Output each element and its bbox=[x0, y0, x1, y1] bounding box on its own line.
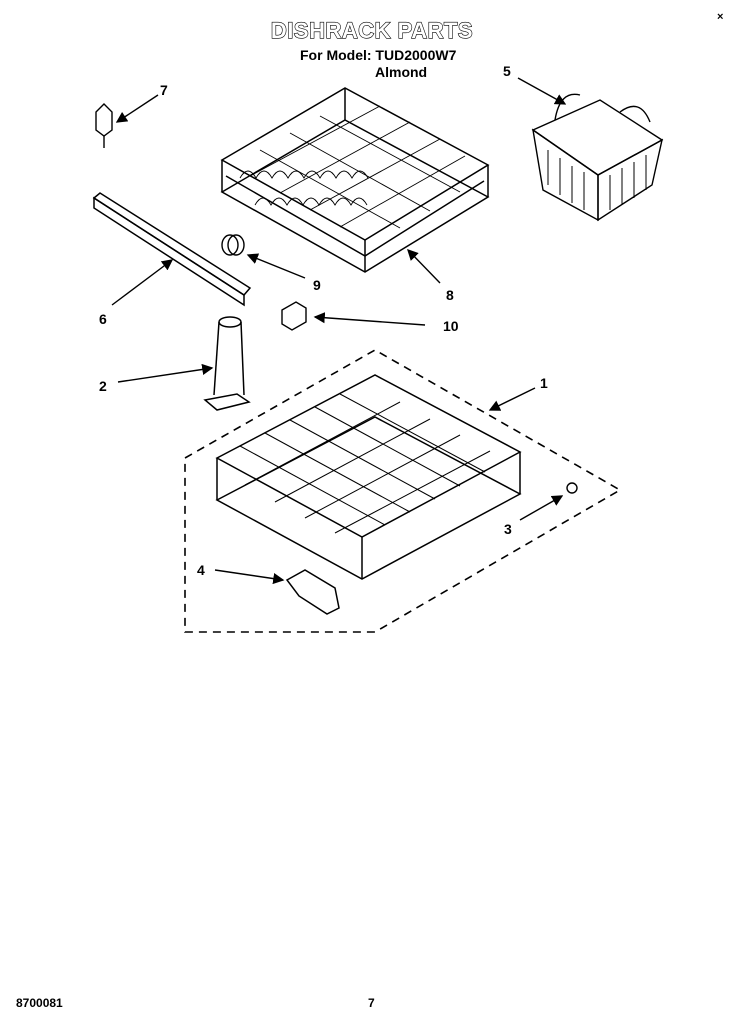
leader-5 bbox=[517, 77, 567, 105]
leader-4 bbox=[214, 569, 285, 585]
callout-4: 4 bbox=[197, 562, 205, 578]
callout-8: 8 bbox=[446, 287, 454, 303]
silverware-basket bbox=[531, 93, 664, 222]
model-line: For Model: TUD2000W7 bbox=[300, 47, 457, 63]
leader-6 bbox=[111, 259, 174, 306]
leader-8 bbox=[407, 248, 441, 284]
rack-latch bbox=[285, 569, 340, 615]
document-id: 8700081 bbox=[16, 996, 63, 1010]
lower-dishrack bbox=[215, 374, 522, 580]
page-number: 7 bbox=[368, 996, 375, 1010]
rack-wheel bbox=[221, 234, 245, 256]
callout-10: 10 bbox=[443, 318, 459, 334]
leader-1 bbox=[488, 387, 536, 411]
rack-adjuster-rail bbox=[92, 192, 252, 307]
callout-5: 5 bbox=[503, 63, 511, 79]
upper-dishrack bbox=[220, 87, 490, 273]
callout-3: 3 bbox=[504, 521, 512, 537]
leader-3 bbox=[519, 495, 564, 521]
leader-9 bbox=[246, 253, 306, 279]
stop-clip bbox=[95, 103, 113, 148]
spray-tower bbox=[203, 316, 251, 411]
callout-9: 9 bbox=[313, 277, 321, 293]
leader-7 bbox=[115, 94, 159, 123]
callout-7: 7 bbox=[160, 82, 168, 98]
leader-10 bbox=[313, 312, 426, 326]
callout-6: 6 bbox=[99, 311, 107, 327]
corner-mark: × bbox=[717, 11, 724, 23]
color-line: Almond bbox=[375, 64, 428, 80]
callout-2: 2 bbox=[99, 378, 107, 394]
rack-retainer bbox=[281, 301, 307, 331]
rack-bumper bbox=[566, 482, 578, 494]
page-title: DISHRACK PARTS bbox=[270, 17, 474, 43]
lower-rack-boundary bbox=[184, 349, 622, 633]
leader-2 bbox=[117, 363, 214, 383]
callout-1: 1 bbox=[540, 375, 548, 391]
